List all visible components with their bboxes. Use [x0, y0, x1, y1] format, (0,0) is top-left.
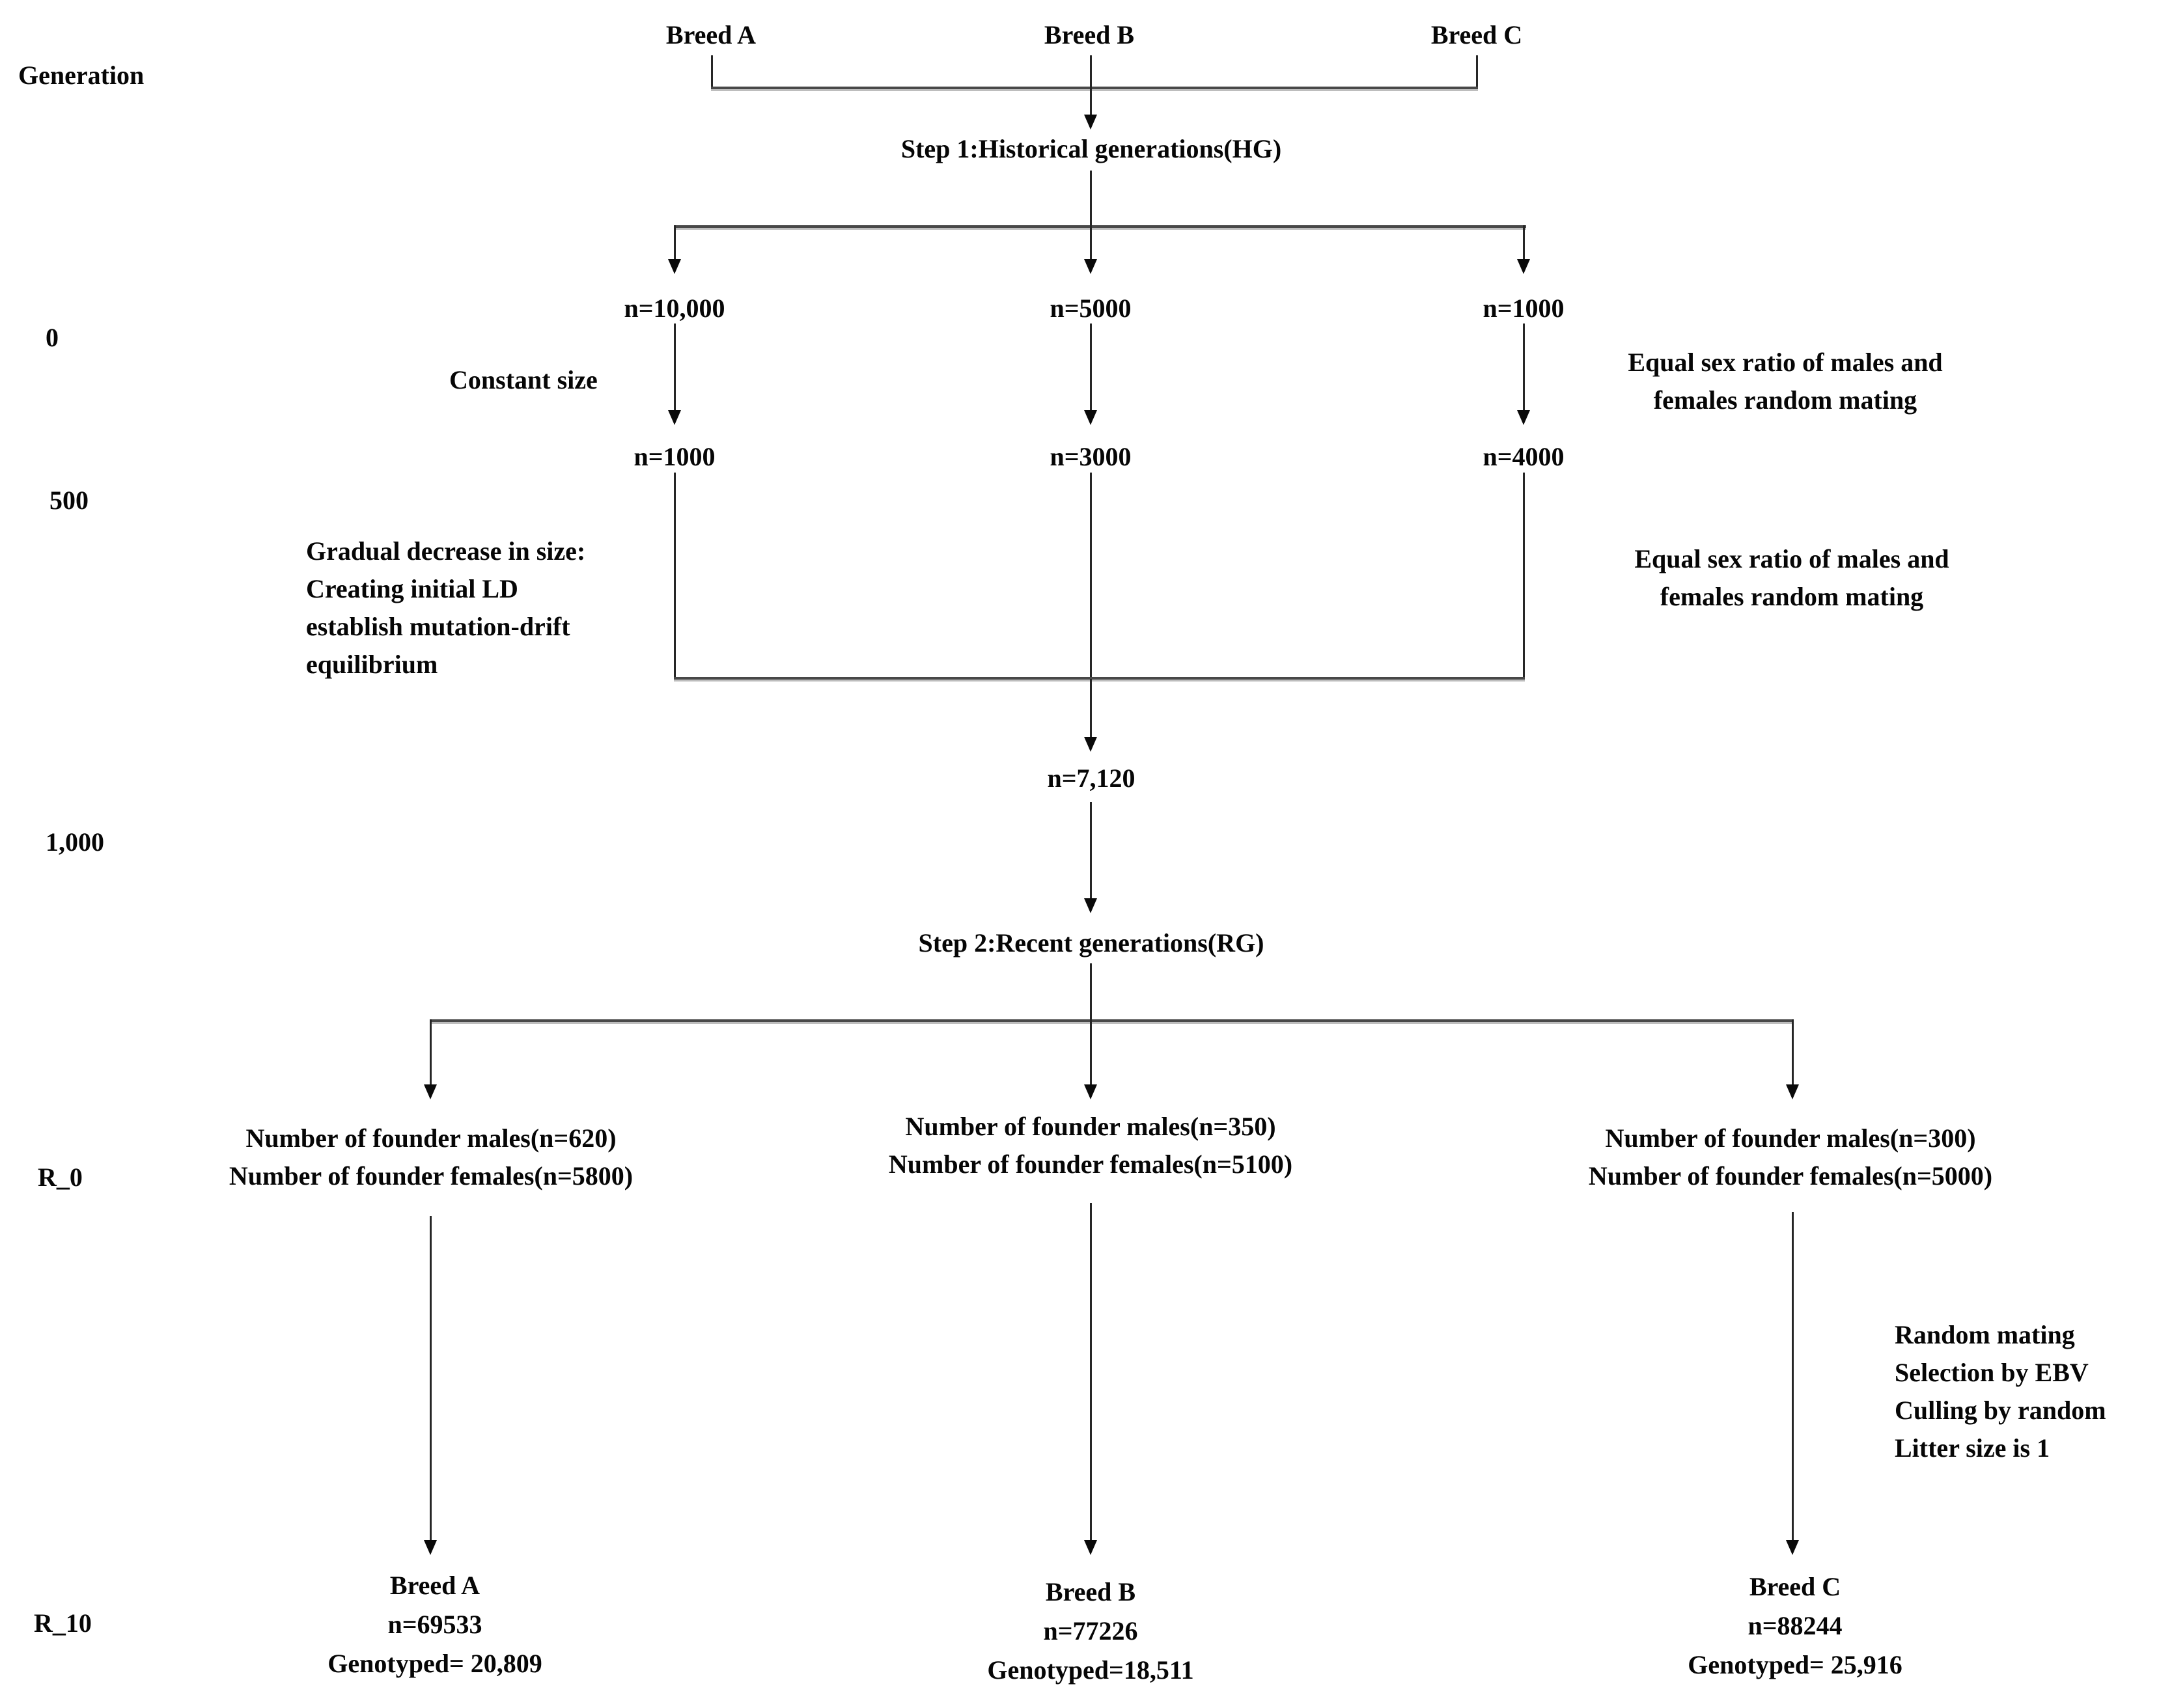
gradual-decrease-note: Gradual decrease in size: Creating initi… — [306, 532, 585, 683]
final-breed-a-genotyped: Genotyped= 20,809 — [327, 1649, 542, 1678]
pop-size-a-initial: n=10,000 — [624, 294, 725, 323]
final-breed-a-name: Breed A — [389, 1571, 481, 1600]
generation-tick-0: 0 — [46, 323, 59, 352]
rg-drop-c-line — [1792, 1019, 1794, 1084]
final-breed-c-n: n=88244 — [1748, 1611, 1843, 1640]
founders-breed-a: Number of founder males(n=620) Number of… — [229, 1120, 633, 1195]
merge-c-line — [1523, 473, 1525, 679]
top-bracket-line — [711, 87, 1478, 89]
arrow-down-n5000 — [1084, 259, 1097, 274]
generation-tick-1000: 1,000 — [46, 827, 104, 857]
founder-males-a: Number of founder males(n=620) — [245, 1123, 617, 1153]
hg-drop-a-line — [674, 225, 676, 259]
arrow-down-a-1 — [668, 410, 681, 425]
arrow-down-final-c — [1786, 1540, 1799, 1555]
generation-axis-title: Generation — [18, 61, 145, 90]
arrow-down-founders-a — [424, 1084, 437, 1099]
founder-males-b: Number of founder males(n=350) — [905, 1112, 1276, 1141]
pop-size-c-initial: n=1000 — [1483, 294, 1565, 323]
step1-down-line — [1090, 171, 1092, 227]
rg-bracket-line — [430, 1019, 1794, 1022]
pop-size-b-initial: n=5000 — [1050, 294, 1132, 323]
mating-rules-note: Random mating Selection by EBV Culling b… — [1895, 1316, 2106, 1467]
breed-c-top-label: Breed C — [1430, 20, 1523, 49]
breed-b-top-label: Breed B — [1044, 20, 1135, 49]
final-breed-b-n: n=77226 — [1043, 1616, 1138, 1646]
hg-drop-b-line — [1090, 225, 1092, 259]
arrow-down-step1 — [1084, 115, 1097, 130]
gradual-decrease-line3: establish mutation-drift — [306, 612, 570, 641]
hg-drop-c-line — [1523, 225, 1525, 259]
merged-pop-size: n=7,120 — [1047, 764, 1135, 793]
gradual-decrease-line1: Gradual decrease in size: — [306, 536, 586, 566]
equal-sex-ratio-note-1-line2: females random mating — [1653, 385, 1917, 415]
founders-breed-b: Number of founder males(n=350) Number of… — [889, 1108, 1292, 1183]
mating-rule-3: Culling by random — [1895, 1396, 2106, 1425]
arrow-down-merged — [1084, 737, 1097, 752]
final-breed-a-n: n=69533 — [387, 1610, 482, 1639]
constant-size-note: Constant size — [449, 365, 598, 394]
final-b-line — [1090, 1203, 1092, 1540]
pop-size-c-after: n=4000 — [1483, 442, 1565, 471]
equal-sex-ratio-note-2: Equal sex ratio of males and females ran… — [1634, 540, 1949, 616]
generation-tick-r0: R_0 — [38, 1163, 83, 1192]
mating-rule-4: Litter size is 1 — [1895, 1433, 2050, 1463]
gradual-decrease-line4: equilibrium — [306, 650, 438, 679]
final-breed-b-name: Breed B — [1045, 1577, 1136, 1606]
step2-heading: Step 2:Recent generations(RG) — [918, 928, 1264, 957]
founder-males-c: Number of founder males(n=300) — [1605, 1123, 1976, 1153]
gradual-decrease-line2: Creating initial LD — [306, 574, 518, 603]
pop-size-a-after: n=1000 — [634, 442, 716, 471]
equal-sex-ratio-note-2-line2: females random mating — [1660, 582, 1924, 611]
final-breed-c: Breed C n=88244 Genotyped= 25,916 — [1688, 1567, 1902, 1685]
arrow-down-final-a — [424, 1540, 437, 1555]
breed-c-stub-line — [1476, 55, 1478, 89]
to-step2-line — [1090, 802, 1092, 898]
arrow-down-founders-c — [1786, 1084, 1799, 1099]
final-breed-c-name: Breed C — [1749, 1572, 1841, 1601]
arrow-down-step2 — [1084, 898, 1097, 913]
breed-a-top-label: Breed A — [665, 20, 757, 49]
final-c-line — [1792, 1212, 1794, 1540]
founder-females-c: Number of founder females(n=5000) — [1588, 1161, 1993, 1191]
generation-tick-r10: R_10 — [34, 1608, 92, 1638]
breed-b-down-line — [1090, 55, 1092, 115]
final-breed-a: Breed A n=69533 Genotyped= 20,809 — [327, 1566, 542, 1683]
rg-drop-b-line — [1090, 1019, 1092, 1084]
arrow-down-n1000 — [1517, 259, 1530, 274]
arrow-down-n10000 — [668, 259, 681, 274]
col-c-line-1 — [1523, 324, 1525, 410]
mating-rule-1: Random mating — [1895, 1320, 2075, 1349]
step1-heading: Step 1:Historical generations(HG) — [900, 134, 1282, 163]
hg-bracket-line — [675, 225, 1526, 228]
merge-down-line — [1090, 679, 1092, 737]
final-breed-c-genotyped: Genotyped= 25,916 — [1688, 1650, 1902, 1679]
final-a-line — [430, 1216, 432, 1540]
col-b-line-1 — [1090, 324, 1092, 410]
generation-tick-500: 500 — [49, 486, 89, 515]
founder-females-a: Number of founder females(n=5800) — [229, 1161, 634, 1191]
arrow-down-founders-b — [1084, 1084, 1097, 1099]
breed-a-stub-line — [711, 55, 713, 89]
rg-drop-a-line — [430, 1019, 432, 1084]
pop-size-b-after: n=3000 — [1050, 442, 1132, 471]
equal-sex-ratio-note-1-line1: Equal sex ratio of males and — [1628, 348, 1943, 377]
equal-sex-ratio-note-2-line1: Equal sex ratio of males and — [1634, 544, 1949, 573]
equal-sex-ratio-note-1: Equal sex ratio of males and females ran… — [1628, 344, 1942, 419]
final-breed-b-genotyped: Genotyped=18,511 — [987, 1655, 1194, 1685]
merge-bracket-line — [674, 677, 1525, 680]
founder-females-b: Number of founder females(n=5100) — [888, 1150, 1293, 1179]
arrow-down-c-1 — [1517, 410, 1530, 425]
arrow-down-b-1 — [1084, 410, 1097, 425]
final-breed-b: Breed B n=77226 Genotyped=18,511 — [987, 1573, 1193, 1690]
step2-down-line — [1090, 963, 1092, 1021]
merge-a-line — [674, 473, 676, 679]
arrow-down-final-b — [1084, 1540, 1097, 1555]
founders-breed-c: Number of founder males(n=300) Number of… — [1589, 1120, 1992, 1195]
merge-b-line — [1090, 473, 1092, 679]
mating-rule-2: Selection by EBV — [1895, 1358, 2089, 1387]
col-a-line-1 — [674, 324, 676, 410]
